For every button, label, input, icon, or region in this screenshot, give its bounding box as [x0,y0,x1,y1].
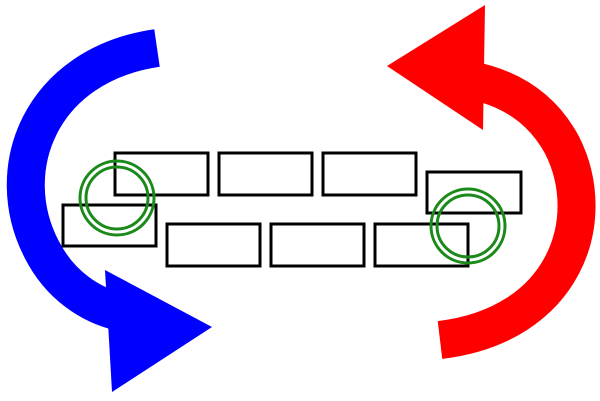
brick-top-1 [113,151,210,197]
left-arrow-body [6,29,161,331]
brick-bottom-3 [269,222,366,268]
brick-top-2 [217,151,314,197]
brick-top-4 [425,170,523,215]
brick-bottom-2 [165,222,262,268]
left-ring-icon [78,159,156,237]
brick-top-3 [321,151,418,197]
top-brick-row [113,151,523,215]
right-ring-icon [429,187,507,265]
right-curved-arrow-icon [387,5,596,359]
left-arrow-head [105,270,212,392]
right-arrow-head [387,5,485,130]
right-ring-outer [429,187,507,265]
left-ring-outer [78,159,156,237]
bottom-brick-row [61,203,470,268]
left-ring-inner [84,165,150,231]
left-curved-arrow-icon [6,29,212,392]
right-arrow-body [437,61,596,359]
right-ring-inner [435,193,501,259]
